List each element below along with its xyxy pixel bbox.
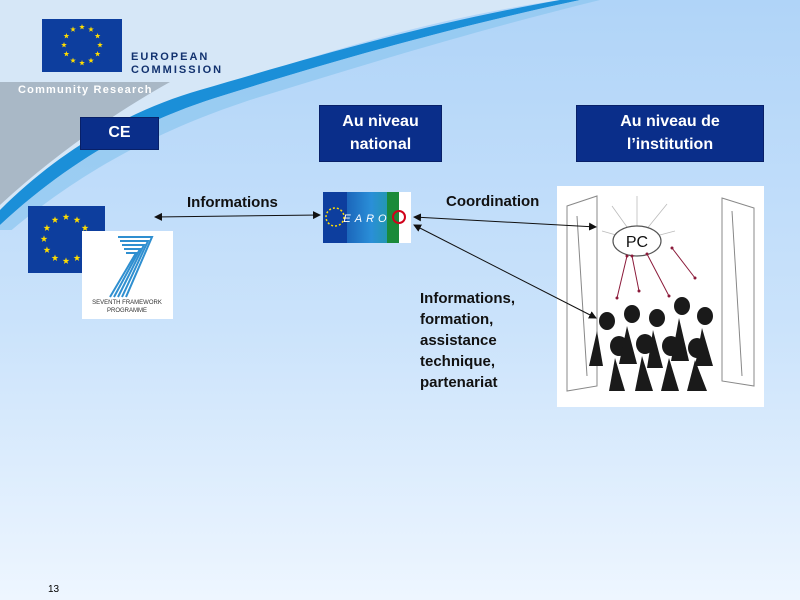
eu-star — [70, 26, 76, 32]
eu-star — [88, 57, 94, 64]
label-support-services: Informations, formation, assistance tech… — [420, 290, 516, 391]
eu-star — [51, 254, 59, 261]
fp7-logo: SEVENTH FRAMEWORK PROGRAMME — [82, 231, 173, 319]
brand-line-commission: COMMISSION — [131, 64, 224, 76]
eu-star — [43, 246, 51, 253]
eu-logo — [42, 19, 122, 72]
earo-text: EARO — [343, 213, 390, 225]
eu-star — [73, 216, 81, 223]
eu-star — [79, 60, 85, 66]
brand-line-european: EUROPEAN — [131, 51, 210, 63]
eu-star — [81, 224, 89, 231]
box-national-level: Au niveau national — [319, 105, 442, 162]
eu-star — [97, 42, 103, 48]
eu-star — [94, 51, 101, 57]
box-institution-level: Au niveau de l’institution — [576, 105, 764, 162]
page-number: 13 — [48, 584, 60, 595]
eu-star — [63, 51, 70, 57]
box-ce: CE — [80, 117, 159, 150]
label-informations: Informations — [187, 194, 278, 211]
fp7-text-1: SEVENTH FRAMEWORK — [92, 300, 162, 306]
earo-logo: EARO — [323, 192, 411, 243]
eu-star — [61, 42, 67, 48]
fp7-text-2: PROGRAMME — [107, 308, 147, 314]
eu-star — [51, 216, 59, 223]
eu-star — [79, 24, 85, 30]
eu-star — [88, 26, 94, 32]
eu-star — [62, 257, 70, 264]
eu-star — [43, 224, 51, 231]
brand-subtitle: Community Research — [18, 84, 153, 96]
institution-illustration: PC — [557, 186, 764, 407]
label-coordination: Coordination — [446, 193, 540, 210]
header-swoosh — [0, 0, 600, 230]
eu-star — [62, 213, 70, 220]
pc-node-label: PC — [626, 234, 648, 251]
eu-star — [94, 33, 101, 39]
eu-star — [73, 254, 81, 261]
eu-star — [70, 57, 76, 64]
eu-star — [40, 235, 48, 242]
eu-star — [63, 33, 70, 39]
